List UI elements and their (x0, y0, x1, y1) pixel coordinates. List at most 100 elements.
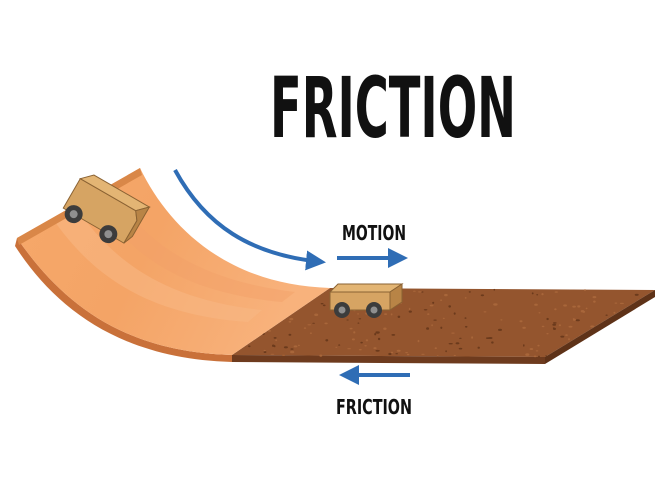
friction-label: FRICTION (336, 395, 412, 419)
ground-speck (375, 331, 380, 334)
ground-speck (390, 351, 394, 354)
ground-speck (375, 349, 380, 352)
ground-speck (584, 289, 586, 292)
ground-speck (312, 322, 315, 324)
ground-speck (358, 318, 362, 320)
ground-speck (270, 353, 275, 355)
ground-speck (529, 348, 534, 350)
ground-speck (464, 297, 467, 299)
ground-speck (614, 302, 618, 304)
ground-speck (634, 293, 639, 296)
ground-speck (408, 310, 412, 313)
ground-speck (374, 333, 377, 336)
ground-speck (554, 308, 557, 311)
ground-speck (537, 344, 540, 347)
ground-speck (384, 313, 388, 315)
ground-speck (546, 333, 549, 335)
ground-speck (405, 352, 408, 354)
ground-speck (357, 313, 360, 315)
ground-speck (568, 325, 573, 328)
ground-speck (427, 313, 430, 315)
ground-speck (491, 341, 494, 344)
ground-speck (552, 322, 557, 324)
ground-speck (353, 331, 356, 334)
ground-texture (248, 288, 639, 358)
ground-speck (554, 291, 558, 293)
ground-speck (395, 353, 399, 355)
ground-speck (534, 303, 538, 306)
ground-speck (445, 350, 447, 353)
ground-speck (360, 341, 363, 344)
ground-speck (545, 355, 547, 357)
ground-speck (572, 305, 576, 308)
curved-arrow-icon (173, 169, 326, 271)
ground-speck (613, 311, 616, 314)
ground-speck (288, 333, 292, 336)
ground-speck (322, 304, 326, 307)
ground-speck (391, 334, 396, 336)
ground-speck (283, 346, 288, 349)
ground-speck (423, 309, 428, 311)
ground-speck (519, 320, 523, 323)
ground-speck (464, 317, 467, 319)
ground-speck (388, 352, 392, 356)
ground-speck (523, 344, 525, 347)
ground-speck (413, 290, 416, 292)
page-title: FRICTION (270, 59, 516, 157)
ground-speck (273, 337, 277, 339)
ground-speck (448, 305, 452, 308)
ground-speck (248, 345, 251, 348)
ground-speck (351, 338, 355, 341)
ground-speck (558, 324, 562, 327)
ground-speck (565, 334, 568, 336)
ground-speck (320, 303, 324, 305)
ground-speck (396, 349, 401, 352)
ground-speck (421, 353, 425, 355)
ground-speck (538, 312, 541, 314)
motion-label: MOTION (342, 221, 406, 245)
ground-speck (357, 322, 360, 324)
ground-speck (585, 307, 588, 310)
ground-speck (434, 347, 437, 350)
ground-speck (541, 325, 545, 328)
toy-car-icon (328, 283, 404, 318)
ground-speck (390, 313, 393, 316)
ground-speck (383, 327, 387, 330)
ground-speck (408, 307, 411, 311)
ground-speck (552, 323, 557, 326)
ground-speck (397, 315, 401, 318)
ground-speck (417, 339, 420, 343)
ground-speck (592, 296, 597, 299)
ground-speck (552, 327, 555, 329)
ground-speck (483, 311, 487, 313)
ground-speck (377, 337, 381, 341)
ground-speck (533, 355, 537, 358)
ground-speck (440, 326, 443, 329)
ground-speck (493, 288, 496, 291)
ground-speck (335, 346, 338, 348)
ground-speck (477, 346, 480, 349)
ground-speck (346, 319, 349, 321)
ground-speck (593, 300, 596, 303)
ground-speck (309, 332, 312, 335)
ground-speck (289, 317, 294, 321)
ground-speck (297, 344, 300, 347)
ground-speck (433, 319, 437, 321)
ground-speck (619, 302, 625, 305)
ground-speck (426, 327, 430, 330)
ground-speck (541, 293, 544, 296)
ground-speck (263, 349, 266, 352)
ground-speck (563, 304, 567, 307)
ground-speck (267, 330, 272, 332)
ground-speck (525, 353, 530, 356)
ground-speck (365, 339, 369, 342)
ground-speck (442, 317, 445, 320)
ground-speck (464, 325, 468, 328)
toy-car-icon (62, 174, 151, 244)
ground-speck (572, 318, 576, 321)
ground-speck (319, 354, 323, 357)
ground-speck (432, 301, 435, 304)
ground-speck (275, 339, 278, 342)
